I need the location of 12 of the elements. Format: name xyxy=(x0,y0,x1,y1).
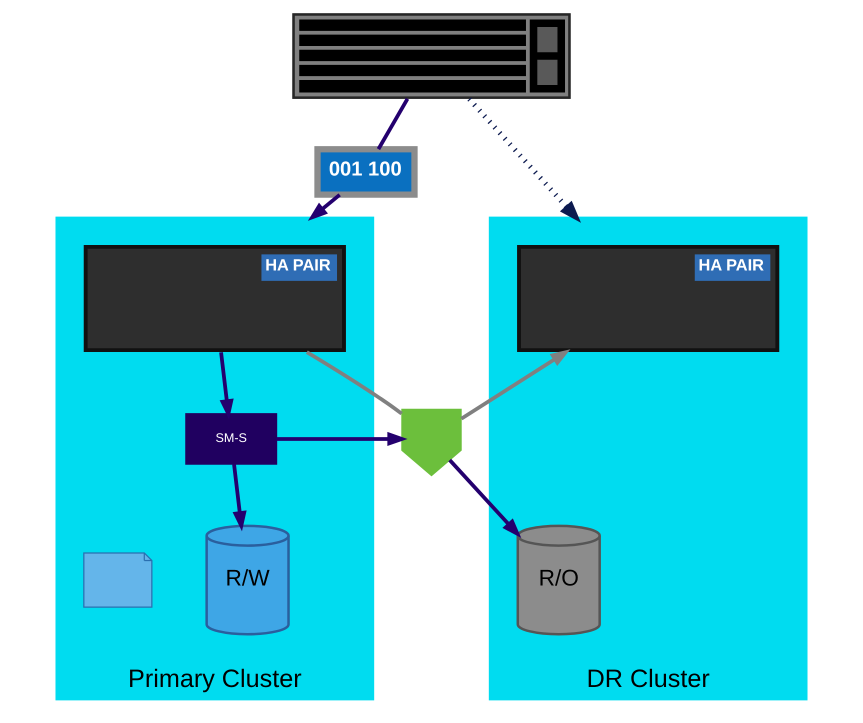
node-box: SM-S xyxy=(185,413,278,465)
arrow xyxy=(460,349,570,420)
connector xyxy=(376,98,410,150)
arrow xyxy=(467,97,582,223)
arrow xyxy=(448,458,522,538)
node-picture xyxy=(401,408,462,476)
arrow xyxy=(308,193,341,221)
arrow xyxy=(276,432,408,446)
node-box: 001 100 xyxy=(314,146,418,198)
connector xyxy=(306,350,403,416)
arrow xyxy=(232,464,247,532)
arrow xyxy=(219,352,234,420)
